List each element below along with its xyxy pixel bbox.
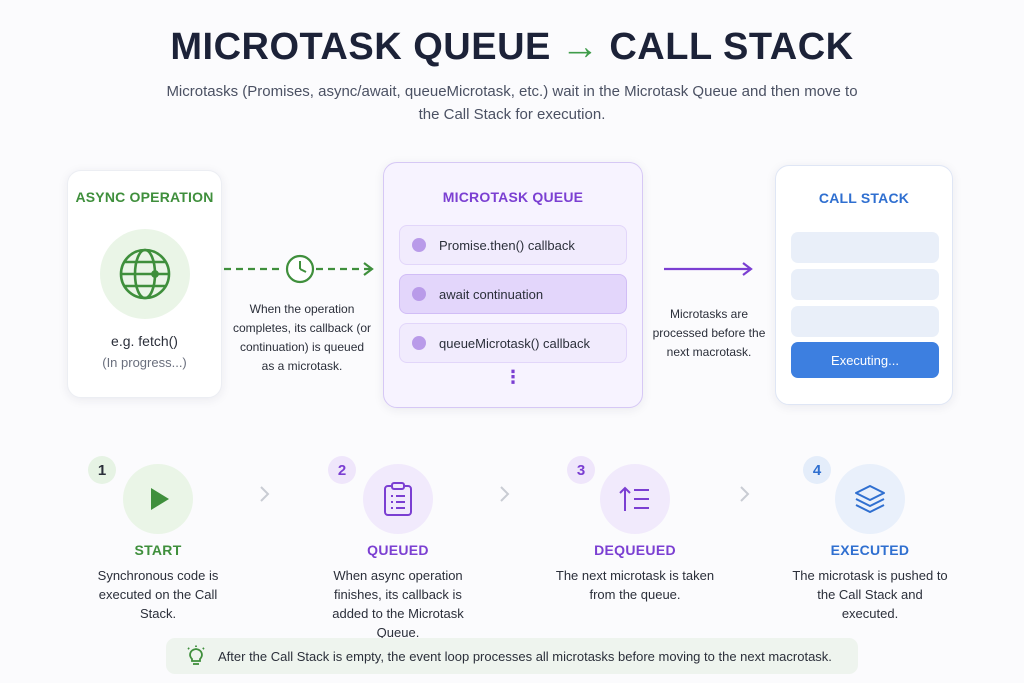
title-left: MICROTASK QUEUE — [170, 26, 551, 68]
queue-item-dot — [412, 238, 426, 252]
step-title: DEQUEUED — [594, 542, 676, 558]
stack-card-title: CALL STACK — [818, 190, 910, 206]
queue-item-active: await continuation — [399, 274, 627, 314]
step-title: EXECUTED — [830, 542, 910, 558]
dequeue-list-icon — [600, 464, 670, 534]
stack-slot — [791, 269, 939, 300]
async-operation-card: ASYNC OPERATION e.g. fetch() (In progres… — [67, 170, 222, 398]
step-description: The next microtask is taken from the que… — [555, 568, 715, 602]
step-number-badge: 2 — [328, 456, 356, 484]
processing-note: Microtasks are processed before the next… — [652, 307, 766, 359]
chevron-right-icon — [740, 486, 750, 502]
queue-item-label: Promise.then() callback — [439, 237, 575, 253]
queue-item-dot — [412, 287, 426, 301]
executing-frame: Executing... — [791, 342, 939, 378]
stack-slot — [791, 232, 939, 263]
step-number-badge: 1 — [88, 456, 116, 484]
title-right: CALL STACK — [609, 26, 854, 68]
step-description: Synchronous code is executed on the Call… — [97, 568, 219, 621]
chevron-right-icon — [500, 486, 510, 502]
step-title: QUEUED — [367, 542, 429, 558]
page-title: MICROTASK QUEUE→CALL STACK — [0, 26, 1024, 69]
queue-card-title: MICROTASK QUEUE — [442, 189, 584, 205]
queue-item: Promise.then() callback — [399, 225, 627, 265]
title-arrow: → — [560, 26, 600, 68]
step-description: The microtask is pushed to the Call Stac… — [792, 568, 948, 621]
page-subtitle: Microtasks (Promises, async/await, queue… — [166, 83, 858, 123]
async-card-title: ASYNC OPERATION — [75, 189, 214, 205]
lightbulb-icon — [186, 645, 206, 667]
layers-icon — [835, 464, 905, 534]
more-items-indicator: ⋮ — [504, 367, 522, 387]
footer-text: After the Call Stack is empty, the event… — [218, 648, 832, 664]
step-description: When async operation finishes, its callb… — [332, 568, 464, 640]
queue-item-label: await continuation — [439, 286, 544, 302]
stack-slot — [791, 306, 939, 337]
chevron-right-icon — [260, 486, 270, 502]
queue-item-dot — [412, 336, 426, 350]
step-number-badge: 4 — [803, 456, 831, 484]
globe-icon — [100, 229, 190, 319]
async-status: (In progress...) — [102, 355, 187, 370]
arrow-to-call-stack — [664, 262, 753, 276]
call-stack-card: CALL STACK Executing... — [775, 165, 953, 405]
step-title: START — [134, 542, 182, 558]
microtask-queue-card: MICROTASK QUEUE Promise.then() callback … — [383, 162, 643, 408]
step-number-badge: 3 — [567, 456, 595, 484]
dashed-arrow-to-queue — [224, 254, 374, 284]
footer-tip: After the Call Stack is empty, the event… — [166, 638, 858, 674]
async-example: e.g. fetch() — [111, 333, 178, 349]
clock-icon — [285, 254, 315, 284]
queued-note: When the operation completes, its callba… — [232, 302, 372, 373]
play-icon — [123, 464, 193, 534]
queue-item: queueMicrotask() callback — [399, 323, 627, 363]
clipboard-icon — [363, 464, 433, 534]
queue-item-label: queueMicrotask() callback — [439, 335, 591, 351]
